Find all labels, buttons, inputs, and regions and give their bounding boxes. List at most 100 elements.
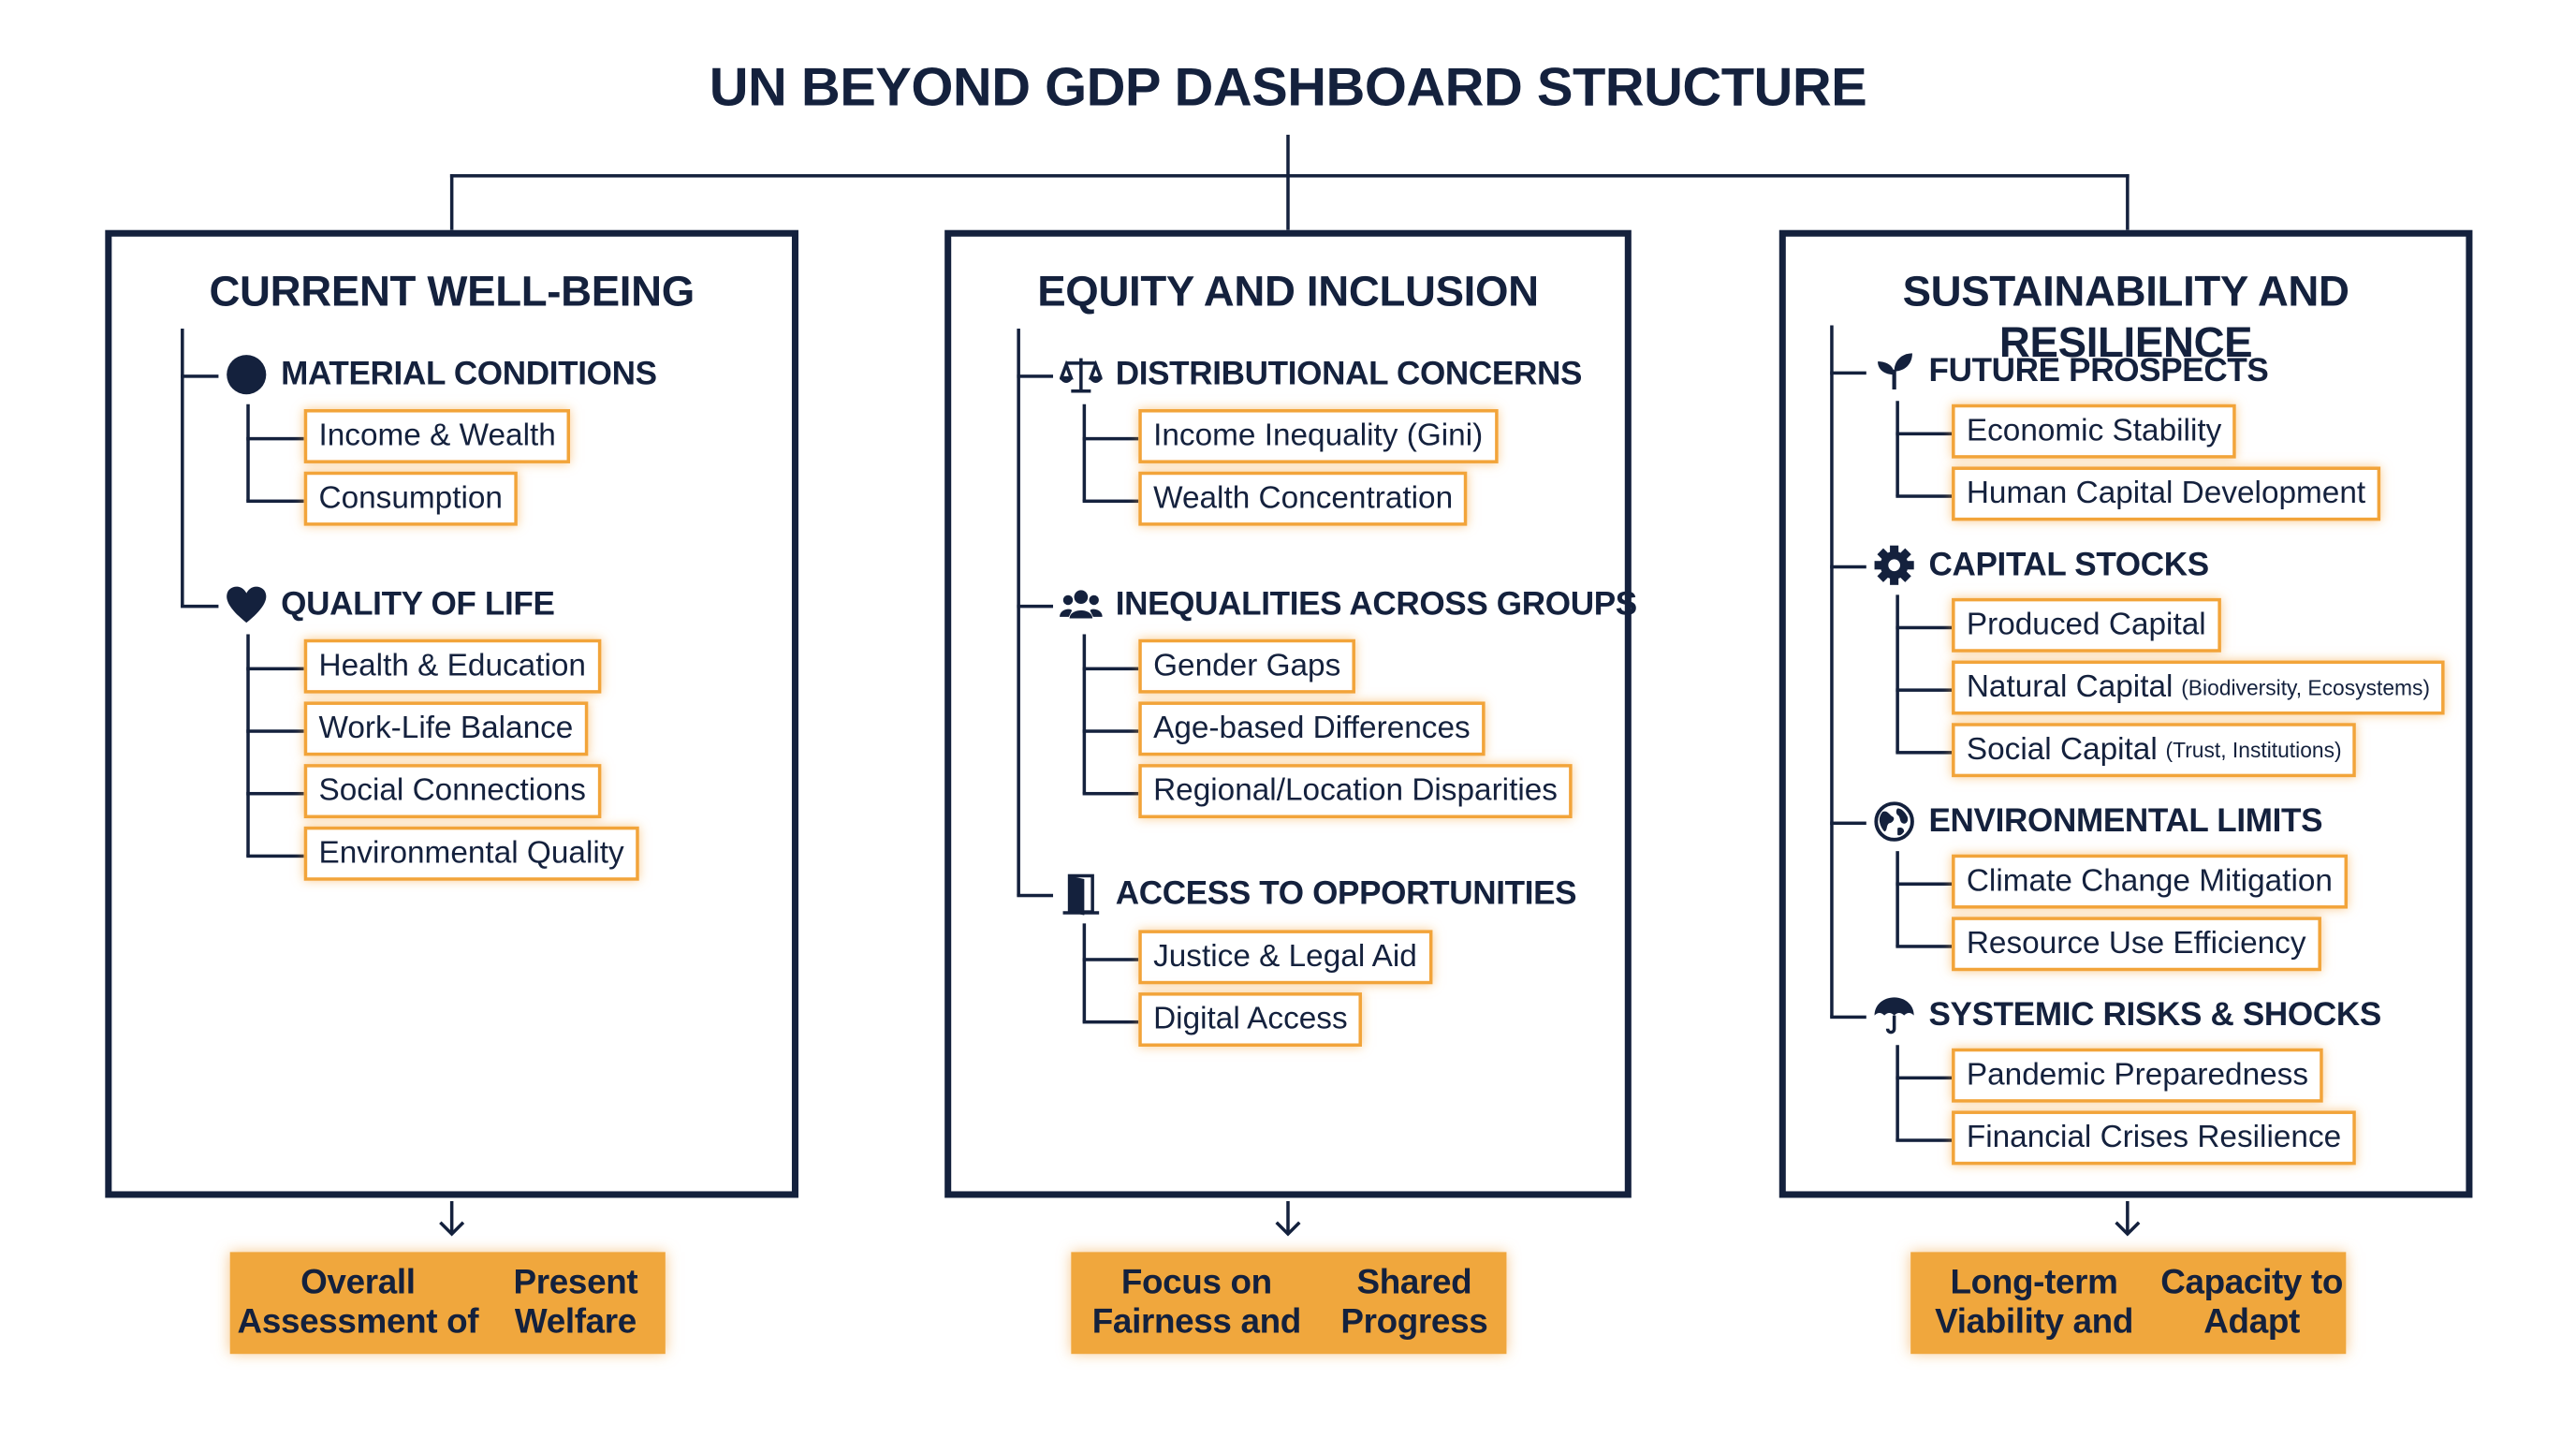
indicator-item: Economic Stability — [1952, 404, 2237, 459]
indicator-item: Gender Gaps — [1138, 638, 1356, 694]
scales-icon — [1060, 353, 1103, 396]
indicator-item: Natural Capital (Biodiversity, Ecosystems… — [1952, 660, 2445, 715]
summary-line: Present Welfare — [513, 1263, 638, 1342]
sprout-icon — [1873, 350, 1916, 393]
outcome-summary: Focus on Fairness and Shared Progress — [1071, 1252, 1507, 1355]
item-stem — [1895, 1045, 1899, 1140]
indicator-label: Age-based Differences — [1153, 711, 1471, 745]
panel-title: CURRENT WELL-BEING — [209, 266, 695, 315]
category-future-prospects: FUTURE PROSPECTS — [1873, 348, 2269, 394]
indicator-label: Consumption — [318, 480, 503, 516]
connector-panel-drop — [2126, 174, 2130, 230]
item-branch — [246, 728, 304, 732]
indicator-label: Gender Gaps — [1153, 648, 1341, 683]
panel-title: EQUITY AND INCLUSION — [1037, 266, 1539, 315]
indicator-label: Natural Capital — [1966, 669, 2174, 705]
item-branch — [1082, 666, 1139, 670]
tree-branch — [1830, 371, 1866, 375]
item-branch — [246, 498, 304, 503]
category-label: SYSTEMIC RISKS & SHOCKS — [1928, 996, 2381, 1034]
indicator-label: Financial Crises Resilience — [1966, 1120, 2342, 1154]
category-label: ENVIRONMENTAL LIMITS — [1928, 802, 2323, 839]
tree-trunk — [181, 329, 184, 607]
gear-icon — [1873, 544, 1916, 587]
summary-line: Overall Assessment of — [237, 1263, 479, 1342]
indicator-item: Wealth Concentration — [1138, 471, 1468, 526]
category-systemic-risks-shocks: SYSTEMIC RISKS & SHOCKS — [1873, 992, 2381, 1038]
indicator-label: Income & Wealth — [318, 418, 556, 453]
category-material-conditions: MATERIAL CONDITIONS — [225, 352, 657, 398]
category-quality-of-life: QUALITY OF LIFE — [225, 581, 555, 627]
connector-panel-drop — [449, 174, 454, 230]
category-label: DISTRIBUTIONAL CONCERNS — [1115, 355, 1583, 392]
connector-panel-drop — [1286, 174, 1290, 230]
indicator-item: Social Connections — [303, 764, 601, 819]
panel-title: SUSTAINABILITY AND RESILIENCE — [1902, 266, 2349, 367]
circle-icon — [225, 353, 268, 396]
summary-line: Shared Progress — [1340, 1263, 1488, 1342]
tree-trunk — [1830, 325, 1834, 1018]
tree-branch — [1017, 604, 1054, 609]
indicator-label: Environmental Quality — [318, 835, 624, 871]
category-inequalities-across-groups: INEQUALITIES ACROSS GROUPS — [1060, 581, 1637, 627]
people-icon — [1060, 583, 1103, 626]
indicator-label: Human Capital Development — [1966, 476, 2366, 510]
item-branch — [1082, 1020, 1139, 1023]
indicator-item: Resource Use Efficiency — [1952, 917, 2321, 972]
category-distributional-concerns: DISTRIBUTIONAL CONCERNS — [1060, 352, 1582, 398]
indicator-label: Regional/Location Disparities — [1153, 772, 1558, 808]
item-stem — [1895, 401, 1899, 496]
item-stem — [1895, 851, 1899, 946]
indicator-item: Climate Change Mitigation — [1952, 854, 2348, 909]
down-arrow-icon — [1271, 1200, 1304, 1240]
indicator-item: Income Inequality (Gini) — [1138, 409, 1499, 463]
category-environmental-limits: ENVIRONMENTAL LIMITS — [1873, 799, 2323, 844]
item-branch — [1082, 957, 1139, 961]
indicator-item: Regional/Location Disparities — [1138, 764, 1573, 819]
item-branch — [1082, 498, 1139, 503]
tree-branch — [181, 604, 219, 609]
category-access-to-opportunities: ACCESS TO OPPORTUNITIES — [1060, 871, 1577, 917]
indicator-note: (Biodiversity, Ecosystems) — [2181, 675, 2431, 700]
indicator-label: Climate Change Mitigation — [1966, 863, 2333, 899]
indicator-label: Work-Life Balance — [318, 711, 574, 745]
category-label: QUALITY OF LIFE — [281, 585, 555, 623]
summary-line: Capacity to Adapt — [2160, 1263, 2344, 1342]
down-arrow-icon — [2111, 1200, 2144, 1240]
indicator-item: Consumption — [303, 471, 518, 526]
umbrella-icon — [1873, 994, 1916, 1037]
indicator-item: Age-based Differences — [1138, 701, 1486, 756]
summary-line: Focus on Fairness and — [1091, 1263, 1302, 1342]
category-label: FUTURE PROSPECTS — [1928, 352, 2269, 389]
indicator-item: Digital Access — [1138, 992, 1363, 1047]
item-branch — [1895, 624, 1953, 629]
indicator-label: Economic Stability — [1966, 413, 2222, 448]
item-branch — [1895, 687, 1953, 692]
item-branch — [1895, 944, 1953, 947]
item-branch — [246, 853, 304, 858]
item-branch — [1895, 1075, 1953, 1079]
item-branch — [1895, 1137, 1953, 1141]
tree-branch — [1017, 893, 1054, 898]
indicator-item: Justice & Legal Aid — [1138, 930, 1432, 985]
tree-branch — [1830, 1015, 1866, 1020]
item-branch — [1082, 728, 1139, 732]
tree-branch — [181, 374, 219, 378]
indicator-item: Health & Education — [303, 638, 601, 694]
indicator-label: Digital Access — [1153, 1001, 1348, 1036]
indicator-item: Financial Crises Resilience — [1952, 1110, 2356, 1166]
indicator-item: Produced Capital — [1952, 597, 2221, 653]
indicator-item: Income & Wealth — [303, 409, 571, 463]
indicator-label: Resource Use Efficiency — [1966, 925, 2306, 961]
item-branch — [246, 435, 304, 440]
outcome-summary: Overall Assessment of Present Welfare — [229, 1252, 666, 1355]
indicator-label: Health & Education — [318, 648, 586, 683]
down-arrow-icon — [435, 1200, 468, 1240]
tree-trunk — [1017, 329, 1020, 896]
category-label: CAPITAL STOCKS — [1928, 546, 2209, 583]
indicator-label: Income Inequality (Gini) — [1153, 418, 1484, 453]
indicator-note: (Trust, Institutions) — [2165, 738, 2342, 763]
item-stem — [246, 404, 250, 501]
